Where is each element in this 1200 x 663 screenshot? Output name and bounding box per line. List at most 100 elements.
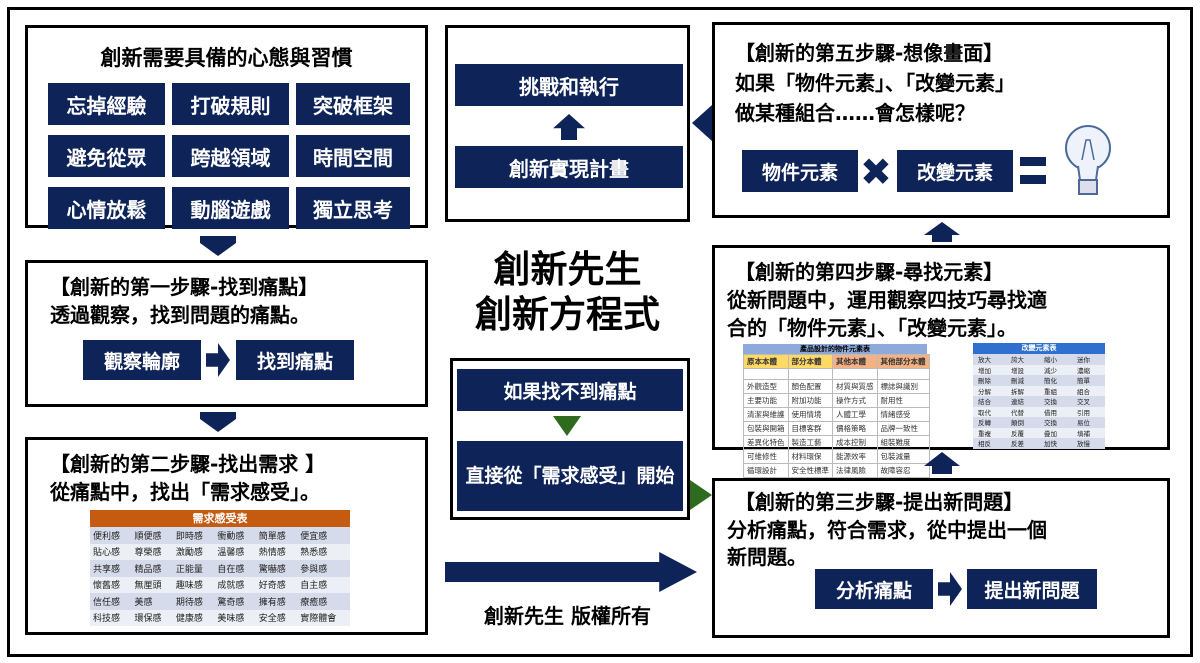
arrow-up-3-stem [932,465,952,474]
equals-icon [1020,157,1046,166]
table-cell: 目標客群 [787,420,833,436]
table-cell: 借用 [1039,406,1072,417]
change-element-table: 放大誇大縮小迷你增加增設減少濃縮刪除刪減簡化簡單分解拆解重組組合結合連結交換交叉… [973,354,1105,449]
table-cell: 標誌與識別 [876,378,930,394]
table-cell: 誇大 [1006,354,1039,365]
table-cell: 美感 [131,593,173,610]
table-cell: 清潔與維護 [743,406,789,422]
table-cell: 無厘頭 [131,576,173,593]
table-cell: 刪減 [1006,375,1039,386]
step4-line2: 合的「物件元素」、「改變元素」。 [727,316,1017,340]
step3-title: 【創新的第三步驟-提出新問題】 [735,490,1024,514]
table-row: 清潔與維護使用情境人體工學情緒感受 [743,406,930,422]
table-cell: 增設 [1006,364,1039,375]
table-row: 懷舊感無厘頭趣味感成就感好奇感自主感 [90,576,350,593]
table-row: 分解拆解重組組合 [973,385,1105,396]
step2-title: 【創新的第二步驟-找出需求 】 [50,452,326,476]
table-cell: 放慢 [1072,438,1105,449]
table-header: 部分本體 [787,354,833,369]
mindset-item: 突破框架 [296,83,410,125]
table-cell: 價格策略 [832,420,878,436]
new-question-label: 提出新問題 [967,569,1097,609]
step1-desc: 透過觀察，找到問題的痛點。 [50,303,310,327]
table-cell: 驚奇感 [214,593,256,610]
step3-line1: 分析痛點，符合需求，從中提出一個 [727,518,1047,542]
table-cell: 可維修性 [743,448,789,464]
table-row: 科技感環保感健康感美味感安全感實際體會 [90,609,350,626]
fallback-box: 如果找不到痛點 直接從「需求感受」開始 [450,358,690,520]
table-cell: 法律風險 [832,462,878,478]
step2-desc: 從痛點中，找出「需求感受」。 [50,480,320,504]
table-cell: 懷舊感 [90,576,132,593]
table-cell: 材料環保 [787,448,833,464]
observe-outline-button: 觀察輪廓 [83,340,201,380]
table-cell: 自在感 [214,560,256,577]
table-cell: 自主感 [297,576,350,593]
table-cell: 衝動感 [214,527,256,544]
table-cell [743,368,789,380]
table-cell: 實際體會 [297,609,350,626]
table-row: 主要功能附加功能操作方式耐用性 [743,392,930,408]
execute-box: 挑戰和執行 創新實現計畫 [445,25,690,222]
table-cell: 組合 [1072,385,1105,396]
table-cell: 組裝難度 [876,434,930,450]
table-cell: 尊榮感 [131,543,173,560]
table-cell [787,368,833,380]
challenge-execute-label: 挑戰和執行 [455,64,683,106]
mindset-item: 獨立思考 [296,187,410,229]
table-cell: 反覆 [1006,427,1039,438]
copyright: 創新先生 版權所有 [484,604,651,628]
table-header: 原本本體 [743,354,789,369]
table-cell: 人體工學 [832,406,878,422]
table-row: 刪除刪減簡化簡單 [973,375,1105,386]
table-cell: 使用情境 [787,406,833,422]
step5-line2: 做某種組合……會怎樣呢？ [735,101,975,125]
mindset-title: 創新需要具備的心態與習慣 [100,46,353,70]
arrow-right-icon-2 [938,572,962,606]
table-cell: 簡單 [1072,375,1105,386]
object-element-label: 物件元素 [742,150,858,192]
table-row: 外觀造型顏色配置材質與質感標誌與識別 [743,378,930,394]
center-title-1: 創新先生 [493,248,642,291]
table-cell: 科技感 [90,609,132,626]
need-table-title: 需求感受表 [90,510,350,527]
table-cell: 故障容忍 [876,462,930,478]
arrow-up-icon [553,114,585,140]
mindset-item: 時間空間 [296,135,410,177]
table-header: 其他本體 [832,354,878,369]
table-cell: 引用 [1072,406,1105,417]
step3-line2: 新問題。 [727,545,807,569]
table-cell: 反轉 [973,417,1006,428]
table-cell: 製造工藝 [787,434,833,450]
table-cell: 順便感 [131,527,173,544]
mindset-item: 忘掉經驗 [48,83,165,125]
table-cell: 能源效率 [832,448,878,464]
table-cell: 循環設計 [743,462,789,478]
arrow-down-green [553,416,581,436]
table-cell: 交換 [1039,396,1072,407]
table-cell: 疊加 [1039,427,1072,438]
table-cell: 顏色配置 [787,378,833,394]
table-cell: 分解 [973,385,1006,396]
table-cell: 拆解 [1006,385,1039,396]
table-cell: 代替 [1006,406,1039,417]
table-cell: 迷你 [1072,354,1105,365]
change-element-label: 改變元素 [897,150,1013,192]
step4-line1: 從新問題中，運用觀察四技巧尋找適 [727,288,1047,312]
table-cell: 填補 [1072,427,1105,438]
table-cell: 健康感 [172,609,215,626]
table-cell: 熟悉感 [297,543,350,560]
table-cell: 易位 [1072,417,1105,428]
table-row: 貼心感尊榮感激勵感溫馨感熱情感熟悉感 [90,543,350,560]
table-header: 其他部分本體 [876,354,930,369]
table-row: 可維修性材料環保能源效率包裝減量 [743,448,930,464]
table-cell: 擁有感 [255,593,298,610]
table-row: 差異化特色製造工藝成本控制組裝難度 [743,434,930,450]
table-cell: 取代 [973,406,1006,417]
table-cell: 信任感 [90,593,132,610]
table-cell: 美味感 [214,609,256,626]
table-row: 反轉顛倒交換易位 [973,417,1105,428]
table-cell: 熱情感 [255,543,298,560]
table-cell: 成就感 [214,576,256,593]
table-cell: 縮小 [1039,354,1072,365]
